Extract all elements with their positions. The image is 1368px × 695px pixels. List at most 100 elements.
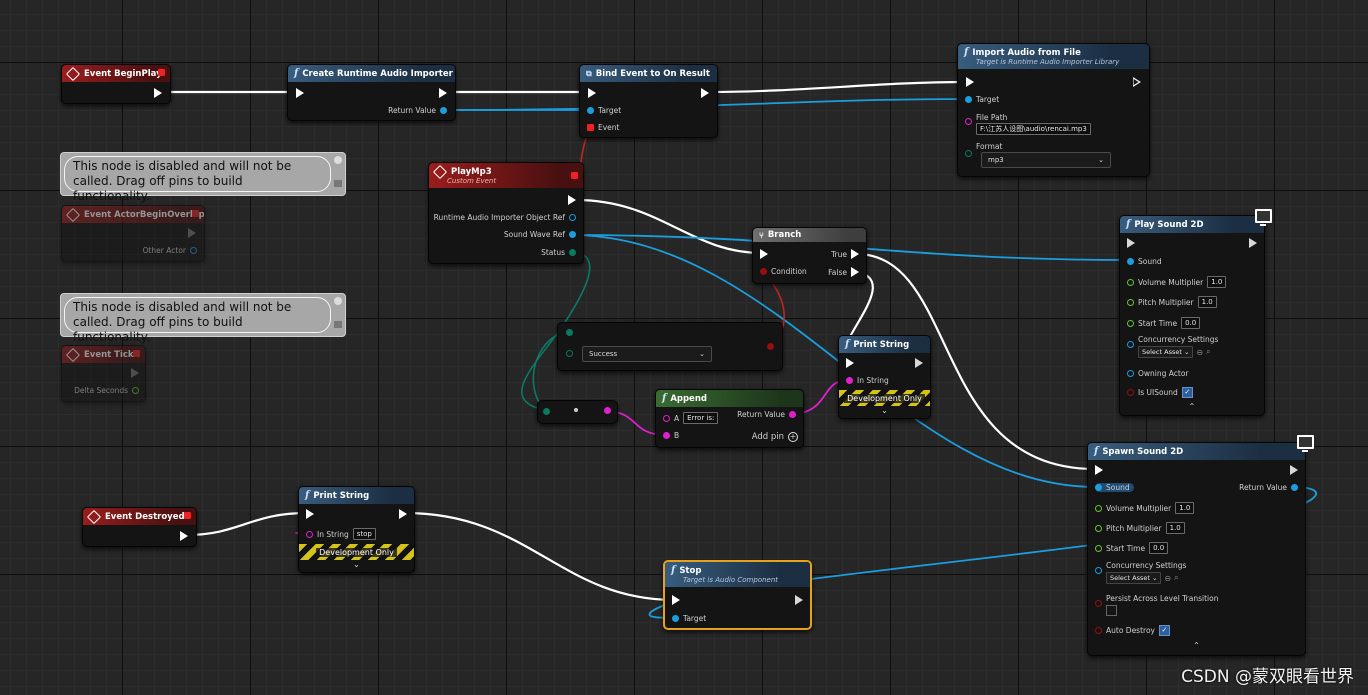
exec-out-pin[interactable] — [131, 368, 139, 378]
object-out-pin[interactable] — [569, 214, 576, 221]
bool-pin[interactable] — [1095, 627, 1102, 634]
exec-out-pin[interactable] — [1249, 238, 1257, 248]
event-beginplay-node[interactable]: Event BeginPlay — [61, 64, 171, 104]
pitch-input[interactable]: 1.0 — [1197, 296, 1217, 308]
float-pin[interactable] — [1127, 319, 1134, 327]
conversion-node[interactable] — [537, 400, 618, 424]
exec-out-pin[interactable] — [180, 531, 188, 541]
event-delegate-pin[interactable] — [587, 124, 594, 131]
string-out-pin[interactable] — [604, 407, 611, 414]
object-pin[interactable] — [1127, 341, 1134, 348]
enum-in-pin[interactable] — [543, 408, 550, 415]
bool-out-pin[interactable] — [767, 343, 774, 350]
float-pin[interactable] — [1095, 544, 1102, 552]
format-dropdown[interactable]: mp3 ⌄ — [981, 152, 1111, 168]
exec-out-pin[interactable] — [399, 509, 407, 519]
exec-false-pin[interactable] — [851, 267, 859, 277]
exec-in-pin[interactable] — [1127, 238, 1135, 248]
enum-in-pin[interactable] — [566, 329, 573, 336]
exec-in-pin[interactable] — [296, 88, 304, 98]
enum-compare-node[interactable]: Success ⌄ — [557, 322, 783, 371]
start-time-input[interactable]: 0.0 — [1181, 317, 1201, 329]
expand-chevron-icon[interactable]: ⌄ — [353, 560, 360, 569]
string-in-pin[interactable] — [306, 530, 313, 538]
collapse-chevron-icon[interactable]: ⌃ — [1188, 402, 1196, 411]
exec-out-pin[interactable] — [795, 595, 803, 605]
plus-circle-icon[interactable]: + — [788, 432, 798, 442]
start-time-input[interactable]: 0.0 — [1149, 542, 1169, 554]
sound-in-pin[interactable] — [1127, 258, 1134, 265]
exec-out-pin[interactable] — [915, 358, 923, 368]
in-string-input[interactable]: stop — [352, 528, 376, 540]
select-asset-dropdown[interactable]: Select Asset ⌄ — [1138, 346, 1194, 358]
print-string-node-2[interactable]: f Print String In String stop Developmen… — [298, 486, 415, 573]
string-out-pin[interactable] — [789, 411, 796, 418]
play-sound-2d-node[interactable]: f Play Sound 2D Sound Volume Multiplier … — [1119, 215, 1265, 416]
search-icon[interactable]: ⌕ — [1174, 573, 1179, 582]
exec-out-pin[interactable] — [188, 228, 196, 238]
bool-pin[interactable] — [1095, 600, 1102, 607]
object-pin[interactable] — [1095, 567, 1102, 574]
collapse-icon[interactable] — [334, 180, 342, 187]
exec-in-pin[interactable] — [672, 595, 680, 605]
print-string-node-1[interactable]: f Print String In String Development Onl… — [838, 335, 931, 419]
auto-destroy-checkbox[interactable]: ✓ — [1158, 625, 1170, 636]
float-pin[interactable] — [1127, 298, 1134, 306]
playmp3-custom-event-node[interactable]: PlayMp3 Custom Event Runtime Audio Impor… — [428, 162, 584, 264]
exec-in-pin[interactable] — [846, 358, 854, 368]
exec-out-pin[interactable] — [154, 88, 162, 98]
select-asset-dropdown[interactable]: Select Asset ⌄ — [1106, 572, 1162, 584]
is-ui-sound-checkbox[interactable]: ✓ — [1181, 387, 1193, 398]
clear-icon[interactable]: ⊖ — [1196, 347, 1204, 357]
branch-node[interactable]: ⑂ Branch Condition True False — [752, 227, 867, 284]
create-runtime-audio-importer-node[interactable]: f Create Runtime Audio Importer Return V… — [287, 64, 456, 121]
append-a-input[interactable]: Error is: — [683, 412, 719, 424]
volume-input[interactable]: 1.0 — [1207, 276, 1227, 288]
exec-in-pin[interactable] — [588, 88, 596, 98]
target-pin[interactable] — [587, 107, 594, 114]
bool-pin[interactable] — [1127, 389, 1134, 396]
float-out-pin[interactable] — [132, 387, 139, 394]
exec-in-pin[interactable] — [1095, 465, 1103, 475]
pin-icon[interactable] — [334, 297, 342, 305]
exec-in-pin[interactable] — [966, 77, 974, 87]
target-pin[interactable] — [672, 615, 679, 622]
collapse-chevron-icon[interactable]: ⌃ — [1193, 641, 1200, 650]
exec-out-pin[interactable] — [701, 88, 709, 98]
object-pin[interactable] — [1127, 370, 1134, 377]
string-in-pin[interactable] — [846, 377, 853, 384]
file-path-input[interactable]: F:\江苏人设图\audio\rencai.mp3 — [976, 123, 1091, 135]
add-pin-button[interactable]: Add pin — [751, 432, 784, 442]
sound-in-pin[interactable] — [1095, 484, 1102, 491]
event-actor-begin-overlap-node[interactable]: Event ActorBeginOverlap Other Actor — [61, 205, 205, 262]
exec-in-pin[interactable] — [760, 249, 768, 259]
string-pin[interactable] — [965, 118, 972, 125]
expand-chevron-icon[interactable]: ⌄ — [881, 406, 888, 415]
search-icon[interactable]: ⌕ — [1206, 347, 1211, 356]
exec-in-pin[interactable] — [306, 509, 314, 519]
persist-checkbox[interactable] — [1106, 605, 1117, 616]
append-node[interactable]: f Append A Error is: B Return Value Add … — [655, 389, 804, 448]
bool-in-pin[interactable] — [760, 268, 767, 275]
exec-true-pin[interactable] — [851, 249, 859, 259]
exec-out-pin[interactable] — [439, 88, 447, 98]
object-out-pin[interactable] — [569, 231, 576, 238]
string-in-pin[interactable] — [663, 432, 670, 439]
volume-input[interactable]: 1.0 — [1175, 502, 1195, 514]
enum-in-pin[interactable] — [566, 350, 573, 357]
object-out-pin[interactable] — [440, 107, 447, 114]
string-in-pin[interactable] — [663, 414, 670, 422]
exec-out-pin[interactable] — [1133, 77, 1141, 87]
float-pin[interactable] — [1095, 524, 1102, 532]
object-out-pin[interactable] — [1291, 484, 1298, 491]
target-pin[interactable] — [965, 96, 972, 103]
exec-out-pin[interactable] — [568, 195, 576, 205]
disabled-node-comment-2[interactable]: This node is disabled and will not be ca… — [60, 293, 346, 344]
pitch-input[interactable]: 1.0 — [1165, 522, 1185, 534]
collapse-icon[interactable] — [334, 321, 342, 328]
float-pin[interactable] — [1095, 504, 1102, 512]
object-out-pin[interactable] — [190, 247, 197, 254]
clear-icon[interactable]: ⊖ — [1164, 573, 1172, 583]
